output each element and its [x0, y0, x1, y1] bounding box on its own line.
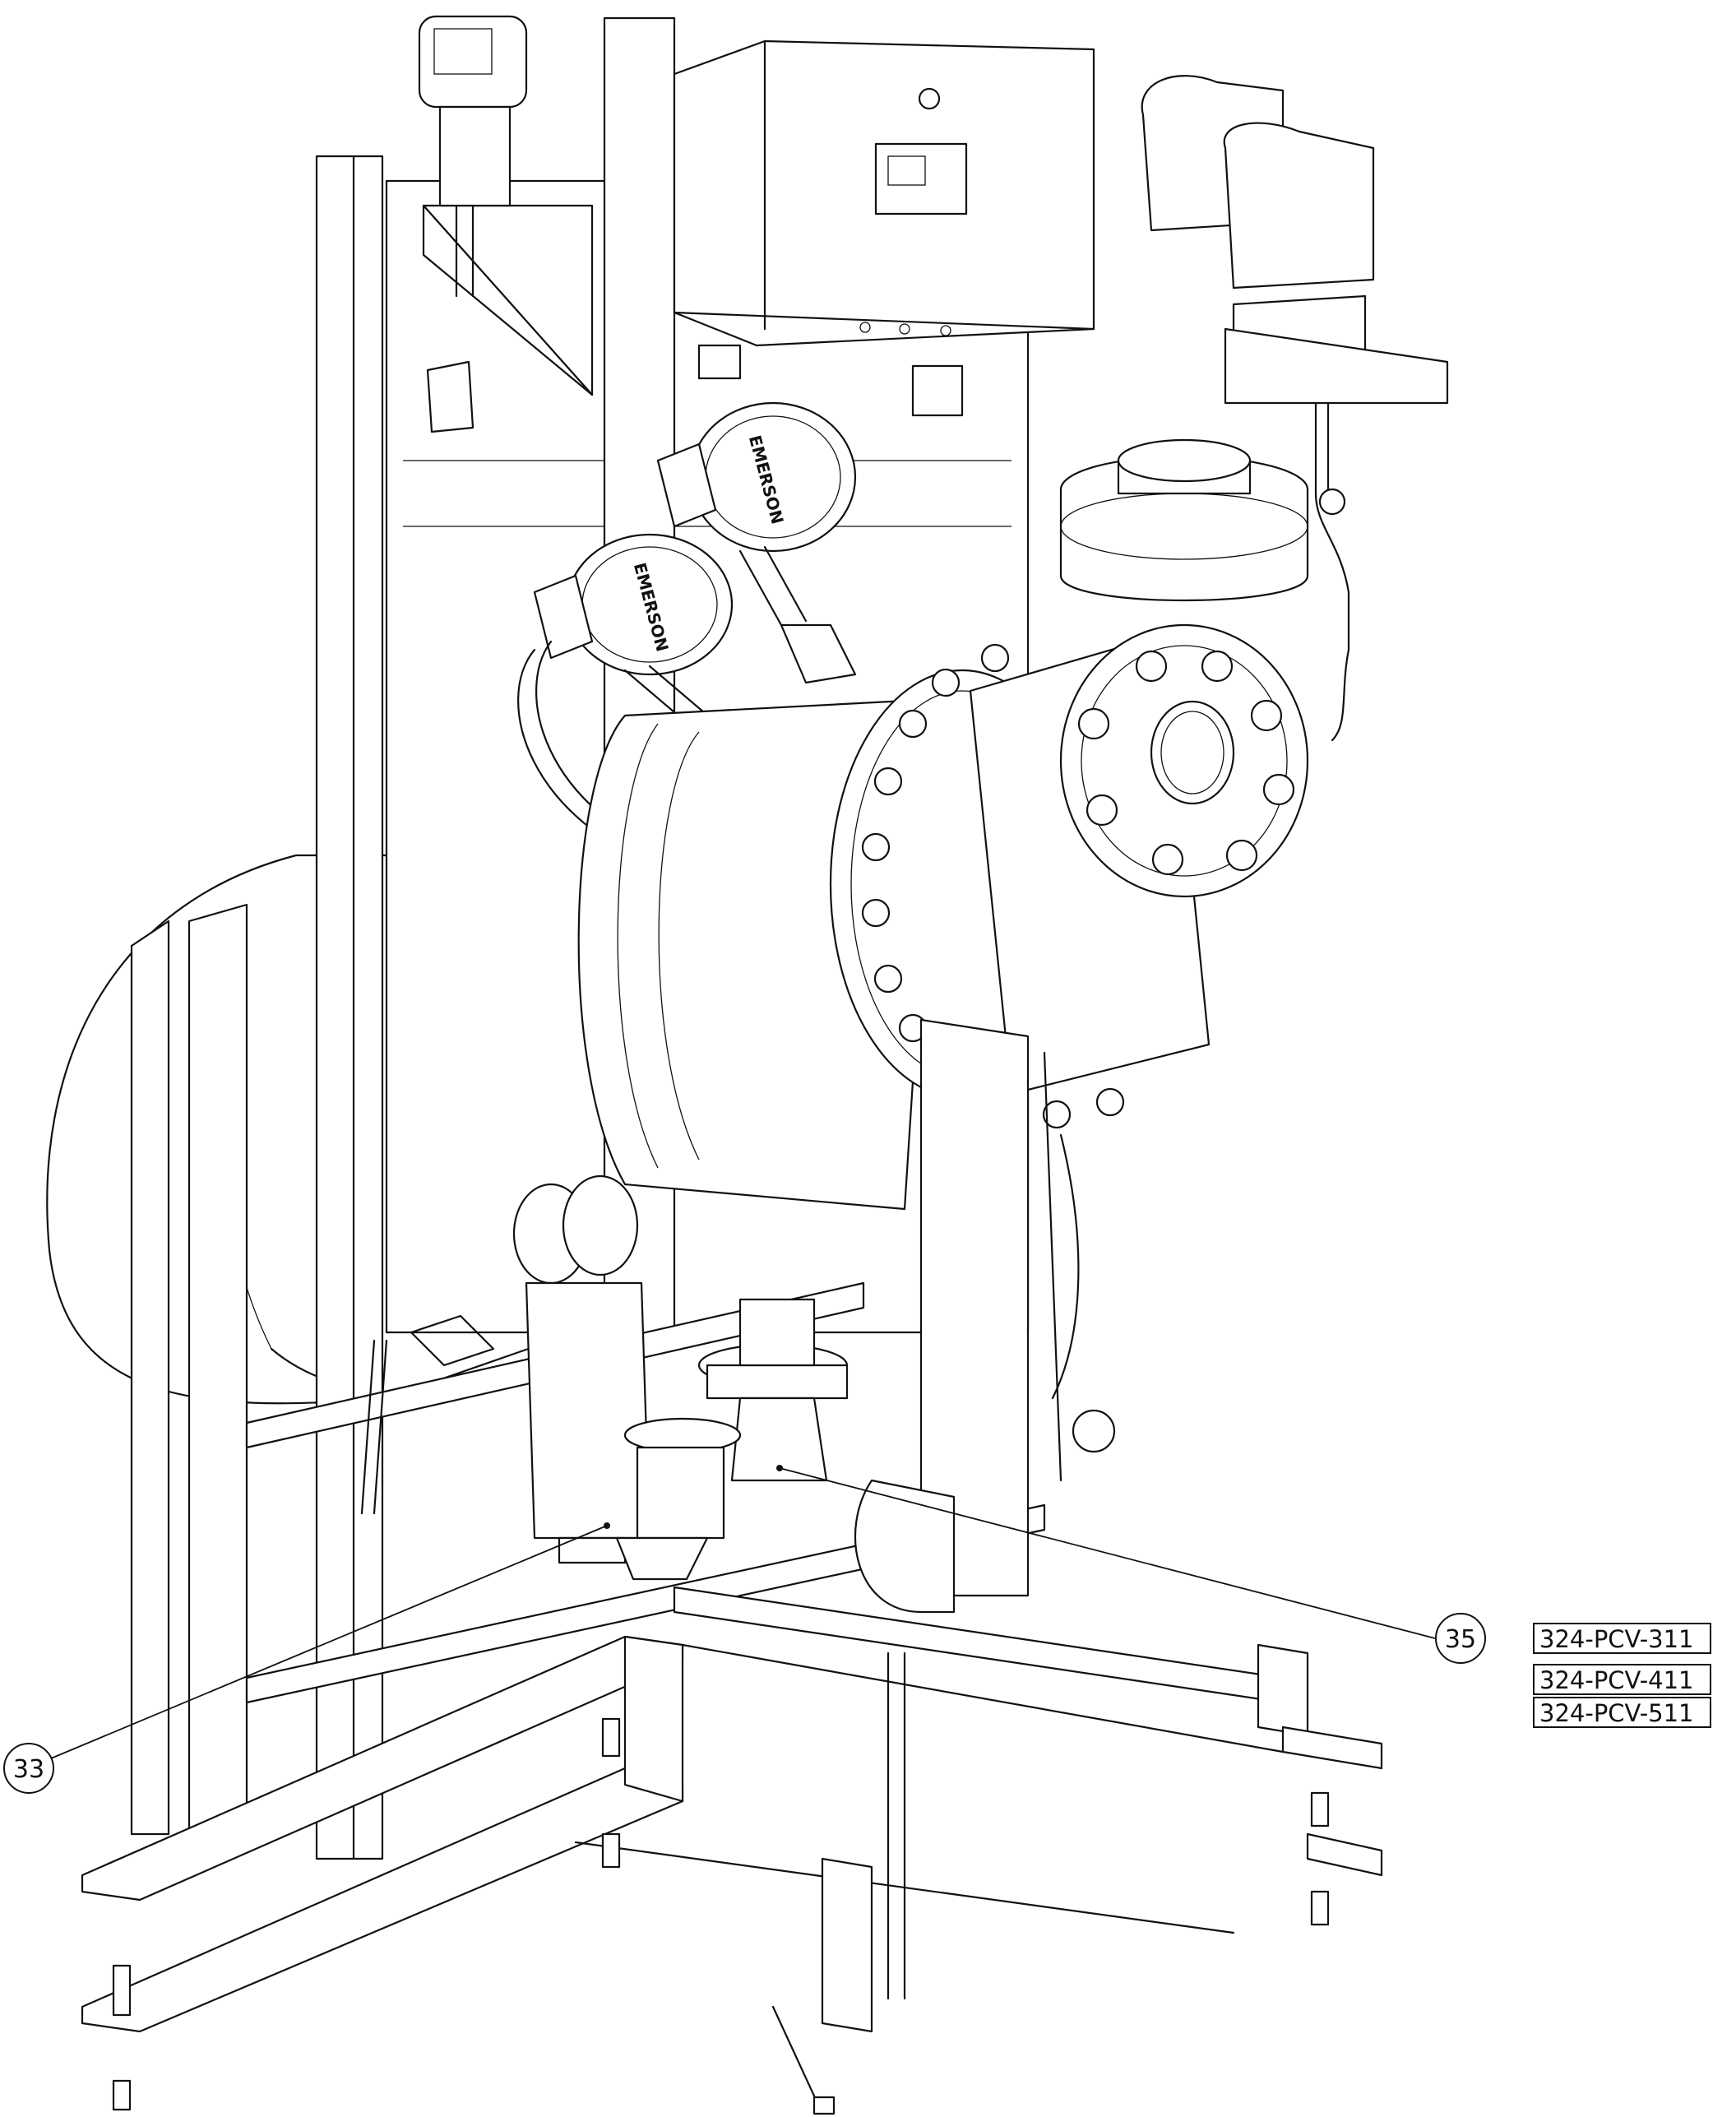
- callout-balloon-33[interactable]: 33: [3, 1743, 54, 1794]
- callout-number-35: 35: [1445, 1625, 1476, 1654]
- tag-label-1: 324-PCV-311: [1539, 1625, 1694, 1653]
- tag-label-2: 324-PCV-411: [1539, 1666, 1694, 1694]
- upper-flange-stack: [1059, 438, 1309, 602]
- callout-balloon-35[interactable]: 35: [1435, 1613, 1486, 1664]
- tag-label-3: 324-PCV-511: [1539, 1699, 1694, 1727]
- lower-support: [854, 1018, 1116, 1614]
- pressure-transmitter: [418, 15, 528, 433]
- leader-dot-33: [604, 1522, 610, 1529]
- lower-regulators: [360, 1174, 849, 1581]
- tag-list: 324-PCV-311 324-PCV-411 324-PCV-511: [1533, 1623, 1711, 1728]
- tag-box-3: [1533, 1697, 1711, 1728]
- flange-bolts: [1077, 650, 1295, 876]
- control-enclosure: [673, 39, 1095, 417]
- leveling-feet: [112, 1717, 1330, 2115]
- tag-box-1: [1533, 1623, 1711, 1654]
- base-skid: [81, 1586, 1383, 2115]
- leader-dot-35: [776, 1465, 783, 1471]
- tag-box-2: [1533, 1664, 1711, 1695]
- leader-line-33: [50, 1525, 608, 1759]
- upper-right-piping: [1141, 75, 1449, 742]
- regulator-upper: EMERSON: [656, 401, 857, 684]
- leader-line-35: [779, 1467, 1436, 1639]
- callout-number-33: 33: [13, 1755, 44, 1784]
